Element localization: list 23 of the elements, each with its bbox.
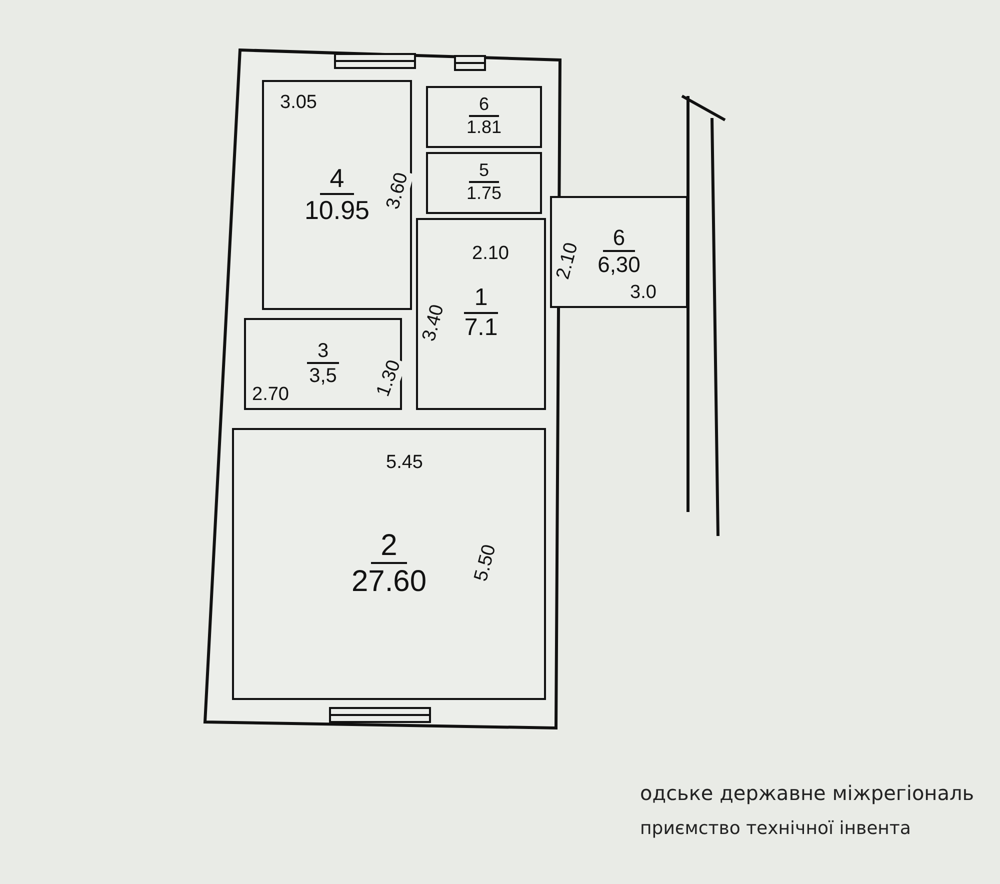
room-area: 10.95 bbox=[304, 194, 370, 226]
stamp-text: одське державне міжрегіональ bbox=[640, 781, 974, 805]
room-area: 1.75 bbox=[466, 183, 502, 205]
room-outline bbox=[416, 218, 546, 410]
room-number: 4 bbox=[320, 164, 354, 195]
room-number: 5 bbox=[468, 161, 499, 184]
room-number: 1 bbox=[464, 285, 498, 314]
room-area: 6,30 bbox=[598, 252, 640, 278]
room-outline bbox=[262, 80, 412, 310]
room-area: 3,5 bbox=[309, 364, 337, 388]
room-number: 3 bbox=[307, 340, 339, 364]
room-area: 1.81 bbox=[466, 117, 502, 139]
room-number: 6 bbox=[602, 226, 636, 252]
room-number: 2 bbox=[370, 528, 408, 564]
room-area: 27.60 bbox=[351, 564, 427, 600]
room-outline bbox=[232, 428, 546, 700]
stamp-text: приємство технічної інвента bbox=[640, 818, 911, 839]
room-area: 7.1 bbox=[464, 314, 498, 343]
room-outline bbox=[550, 196, 688, 308]
room-outline bbox=[426, 86, 542, 148]
room-number: 6 bbox=[468, 95, 499, 118]
room-outline bbox=[244, 318, 402, 410]
room-outline bbox=[426, 152, 542, 214]
